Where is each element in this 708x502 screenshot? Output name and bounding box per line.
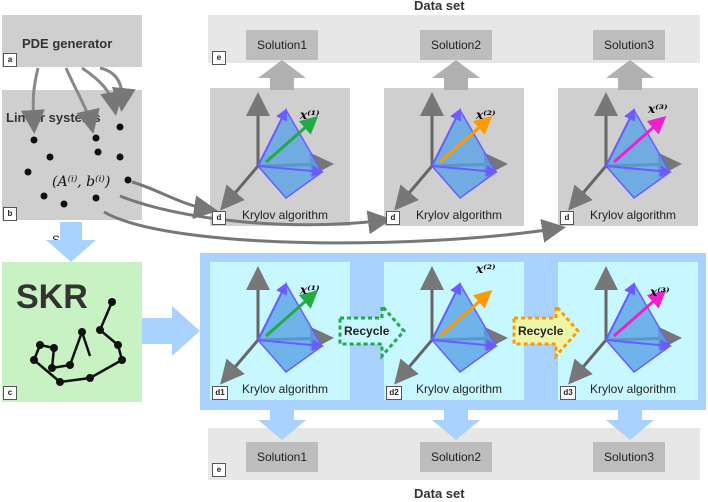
solution-vector xyxy=(613,290,667,338)
bottom-solution-1: Solution1 xyxy=(246,442,318,472)
axis-line xyxy=(220,339,260,385)
skr-path-nodes xyxy=(30,298,126,386)
top-solution-3: Solution3 xyxy=(593,30,665,60)
krylov-subspace xyxy=(431,282,497,374)
axis-line xyxy=(394,339,434,385)
tag-d-2: d xyxy=(386,211,400,225)
basis-vector xyxy=(257,165,324,178)
basis-vector xyxy=(605,339,672,352)
x-label-bottom-2: x⁽²⁾ xyxy=(476,262,496,276)
krylov-label-top-3: Krylov algorithm xyxy=(590,208,677,222)
x-label-top-3: x⁽³⁾ xyxy=(648,102,668,116)
recycle-label-2: Recycle xyxy=(518,324,564,338)
top-solution-2: Solution2 xyxy=(420,30,492,60)
systems-to-krylov-arrows xyxy=(103,180,566,245)
x-label-top-1: x⁽¹⁾ xyxy=(300,108,320,122)
skr-box xyxy=(2,262,142,402)
axis-line xyxy=(568,339,608,385)
basis-vector xyxy=(605,108,635,167)
basis-vector xyxy=(431,339,498,352)
sort-arrow xyxy=(46,222,96,262)
bottom-solution-3: Solution3 xyxy=(593,442,665,472)
skr-to-recycle-arrow xyxy=(142,306,200,356)
recycle-arrow-2 xyxy=(512,302,580,360)
krylov-subspace xyxy=(257,282,323,374)
tag-c: c xyxy=(3,386,17,400)
tag-d-3: d xyxy=(560,211,574,225)
tag-b: b xyxy=(3,207,17,221)
basis-vector xyxy=(257,339,324,352)
bottom-dataset-title: Data set xyxy=(414,486,465,501)
skr-label: SKR xyxy=(16,278,88,316)
krylov-subspace xyxy=(431,108,497,200)
krylov-subspace xyxy=(257,108,323,200)
axis-line xyxy=(568,165,608,211)
system-math-label: (A⁽ⁱ⁾, b⁽ⁱ⁾) xyxy=(52,174,111,190)
x-label-bottom-3: x⁽³⁾ xyxy=(650,285,670,299)
tag-d2: d2 xyxy=(386,386,402,400)
basis-vector xyxy=(605,282,635,341)
tag-d1: d1 xyxy=(212,386,228,400)
solution-vector xyxy=(265,116,319,164)
krylov-label-bottom-2: Krylov algorithm xyxy=(416,382,503,396)
top-up-arrows xyxy=(258,60,654,90)
pde-generator-box xyxy=(2,15,142,67)
tag-d-1: d xyxy=(212,211,226,225)
basis-vector xyxy=(605,165,672,178)
recycle-label-1: Recycle xyxy=(344,324,390,338)
krylov-label-top-2: Krylov algorithm xyxy=(416,208,503,222)
axis-line xyxy=(394,165,434,211)
solution-vector xyxy=(439,116,493,164)
pde-generator-label: PDE generator xyxy=(22,36,113,51)
solution-vector xyxy=(439,290,493,338)
top-solution-1: Solution1 xyxy=(246,30,318,60)
pde-to-systems-arrows xyxy=(20,66,136,134)
krylov-label-bottom-1: Krylov algorithm xyxy=(242,382,329,396)
basis-vector xyxy=(431,108,461,167)
x-label-top-2: x⁽²⁾ xyxy=(476,108,496,122)
solution-vector xyxy=(613,116,667,164)
skr-path-graph xyxy=(32,301,124,384)
krylov-subspace xyxy=(605,108,671,200)
basis-vector xyxy=(257,282,287,341)
top-dataset-title: Data set xyxy=(414,0,465,13)
krylov-label-bottom-3: Krylov algorithm xyxy=(590,382,677,396)
basis-vector xyxy=(257,108,287,167)
bottom-down-arrows xyxy=(258,410,654,440)
tag-e-bottom: e xyxy=(212,463,226,477)
solution-vector xyxy=(265,290,319,338)
tag-e-top: e xyxy=(212,51,226,65)
tag-a: a xyxy=(3,53,17,67)
bottom-solution-2: Solution2 xyxy=(420,442,492,472)
basis-vector xyxy=(431,282,461,341)
basis-vector xyxy=(431,165,498,178)
system-dots xyxy=(24,123,132,208)
krylov-diagrams xyxy=(220,92,682,385)
x-label-bottom-1: x⁽¹⁾ xyxy=(300,283,320,297)
recycle-arrow-1 xyxy=(338,302,406,360)
krylov-label-top-1: Krylov algorithm xyxy=(242,208,329,222)
axis-line xyxy=(220,165,260,211)
tag-d3: d3 xyxy=(560,386,576,400)
